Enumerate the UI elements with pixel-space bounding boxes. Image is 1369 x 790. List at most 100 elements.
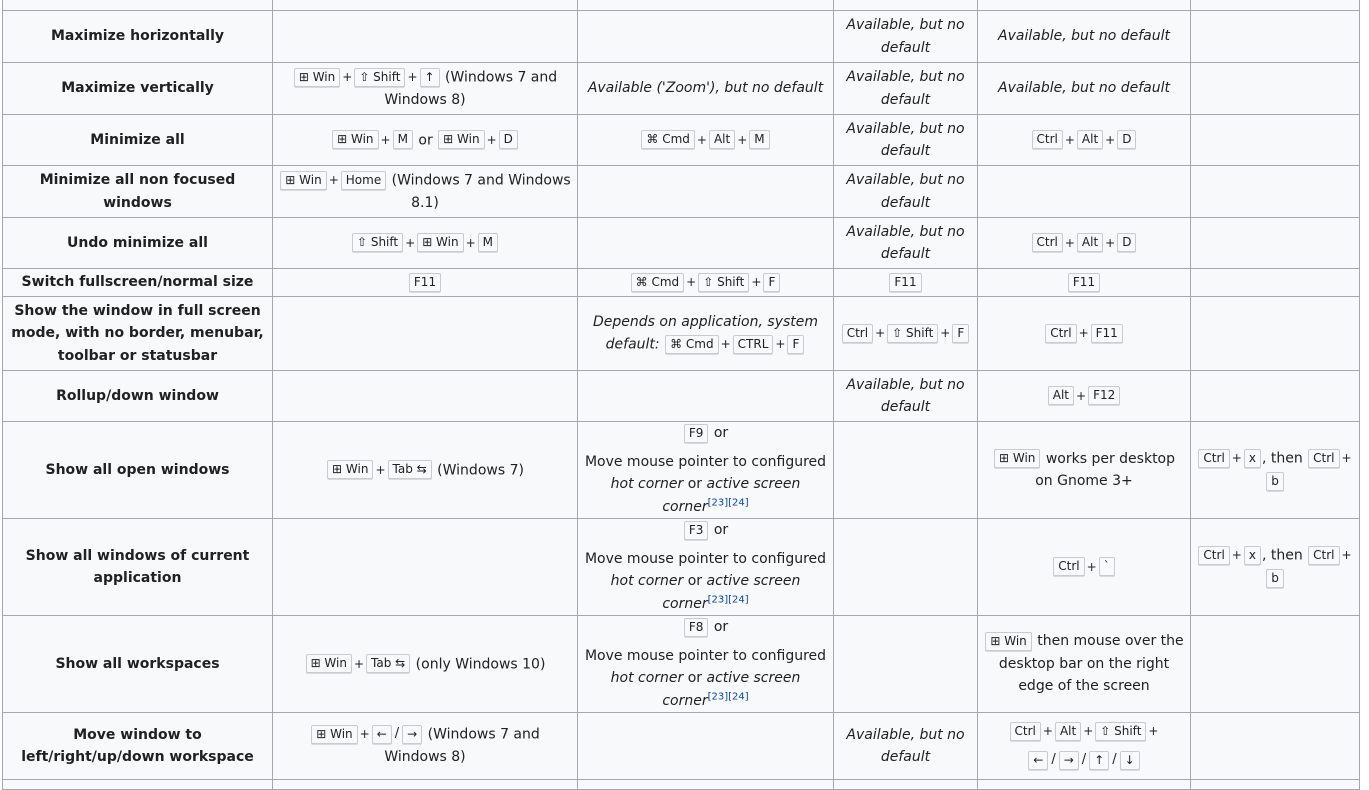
cell-emacs <box>1190 779 1360 790</box>
row-label <box>2 0 273 11</box>
key-cap: ⊞ Win <box>417 233 464 253</box>
key-cap: CTRL <box>732 335 774 355</box>
key-cap: M <box>392 130 413 150</box>
cell-win: ⊞ Win+←/→ (Windows 7 and Windows 8) <box>272 712 578 780</box>
row-label: Maximize vertically <box>2 62 273 115</box>
cell-win <box>272 0 578 11</box>
italic-text: Available, but no default <box>846 223 965 263</box>
cell-gnome: ⊞ Win works per desktop on Gnome 3+ <box>977 421 1191 519</box>
key-cap: ↑ <box>1089 750 1110 770</box>
key-cap: Ctrl <box>1198 546 1230 566</box>
italic-text: active screen corner <box>662 476 801 515</box>
plus-sign: + <box>1076 388 1087 403</box>
plus-sign: + <box>1064 235 1075 250</box>
cell-text: or <box>413 131 438 148</box>
plus-sign: + <box>380 132 391 147</box>
reference-link[interactable]: [23][24] <box>707 593 749 605</box>
key-cap: b <box>1266 568 1284 588</box>
plus-sign: + <box>1148 724 1159 739</box>
row-label: Show all workspaces <box>2 615 273 713</box>
cell-kde: Available, but no default <box>833 217 978 269</box>
plus-sign: + <box>375 462 386 477</box>
key-cap: Alt <box>708 130 736 150</box>
cell-emacs <box>1190 114 1360 166</box>
plus-sign: + <box>1105 235 1116 250</box>
cell-gnome: Available, but no default <box>977 10 1191 63</box>
table-row: Minimize all⊞ Win+M or ⊞ Win+D⌘ Cmd+Alt+… <box>2 114 1360 166</box>
key-cap: Tab ⇆ <box>387 460 432 480</box>
row-label: Show all open windows <box>2 421 273 519</box>
cell-text: works per desktop on Gnome 3+ <box>1035 450 1176 490</box>
cell-text: then mouse over the desktop bar on the r… <box>998 633 1184 695</box>
cell-kde <box>833 518 978 616</box>
table-row: Show all open windows⊞ Win+Tab ⇆ (Window… <box>2 421 1360 519</box>
cell-win <box>272 370 578 422</box>
plus-sign: + <box>696 132 707 147</box>
plus-sign: + <box>737 132 748 147</box>
key-cap: Alt <box>1054 722 1082 741</box>
row-label: Rollup/down window <box>2 370 273 422</box>
key-cap: ⇧ Shift <box>698 272 750 292</box>
key-cap: F12 <box>1088 386 1121 406</box>
cell-gnome: Ctrl+Alt+⇧ Shift+←/→/↑/↓ <box>977 712 1191 780</box>
key-cap: b <box>1266 471 1284 491</box>
key-cap: Ctrl <box>1045 323 1077 343</box>
cell-win: ⇧ Shift+⊞ Win+M <box>272 217 578 269</box>
key-cap: ⇧ Shift <box>354 67 406 87</box>
key-cap: x <box>1243 546 1261 566</box>
key-cap: Ctrl <box>1053 557 1085 577</box>
cell-kde <box>833 421 978 519</box>
key-separator: / <box>394 726 400 742</box>
key-cap: F <box>787 335 805 355</box>
key-cap: ⌘ Cmd <box>630 272 685 292</box>
row-label: Undo minimize all <box>2 217 273 269</box>
key-cap: F11 <box>1090 323 1123 343</box>
cell-win: ⊞ Win+Tab ⇆ (only Windows 10) <box>272 615 578 713</box>
plus-sign: + <box>686 275 697 290</box>
cell-gnome <box>977 165 1191 218</box>
cell-gnome: Available, but no default <box>977 62 1191 115</box>
reference-link[interactable]: [23][24] <box>707 690 749 702</box>
key-cap: Ctrl <box>1031 130 1063 150</box>
table-row: Undo minimize all⇧ Shift+⊞ Win+M Availabl… <box>2 217 1360 269</box>
line-break <box>584 445 827 451</box>
key-separator: / <box>1081 752 1087 767</box>
cell-win: ⊞ Win+Home (Windows 7 and Windows 8.1) <box>272 165 578 218</box>
cell-kde <box>833 779 978 790</box>
cell-mac: Depends on application, system default: … <box>577 296 834 371</box>
cell-text: (only Windows 10) <box>411 655 546 672</box>
plus-sign: + <box>353 656 365 671</box>
cell-win: F11 <box>272 268 578 297</box>
key-cap: x <box>1243 449 1261 469</box>
italic-text: Available, but no default <box>846 172 965 211</box>
cell-emacs <box>1190 268 1360 297</box>
line-break <box>584 542 827 548</box>
cell-gnome <box>977 779 1191 790</box>
cell-emacs <box>1190 0 1360 11</box>
key-cap: Alt <box>1076 233 1104 253</box>
cell-gnome: Ctrl+Alt+D <box>977 114 1191 166</box>
cell-mac <box>577 10 834 63</box>
cell-emacs <box>1190 165 1360 218</box>
key-cap: ← <box>1028 750 1049 770</box>
reference-link[interactable]: [23][24] <box>707 496 749 508</box>
cell-mac <box>577 370 834 422</box>
key-cap: F11 <box>408 272 442 292</box>
line-break <box>984 743 1184 749</box>
table-row: Minimize all non focused windows⊞ Win+Ho… <box>2 165 1360 218</box>
plus-sign: + <box>875 326 886 341</box>
key-cap: Ctrl <box>1308 546 1340 566</box>
cell-emacs <box>1190 10 1360 63</box>
italic-text: Available ('Zoom'), but no default <box>587 80 824 97</box>
key-cap: M <box>477 233 499 253</box>
italic-text: Available, but no default <box>846 376 965 416</box>
cell-gnome: ⊞ Win then mouse over the desktop bar on… <box>977 615 1191 713</box>
cell-gnome: Ctrl+` <box>977 518 1191 616</box>
row-label <box>2 779 273 790</box>
cell-win: ⊞ Win+M or ⊞ Win+D <box>272 114 578 166</box>
table-row <box>2 0 1360 11</box>
